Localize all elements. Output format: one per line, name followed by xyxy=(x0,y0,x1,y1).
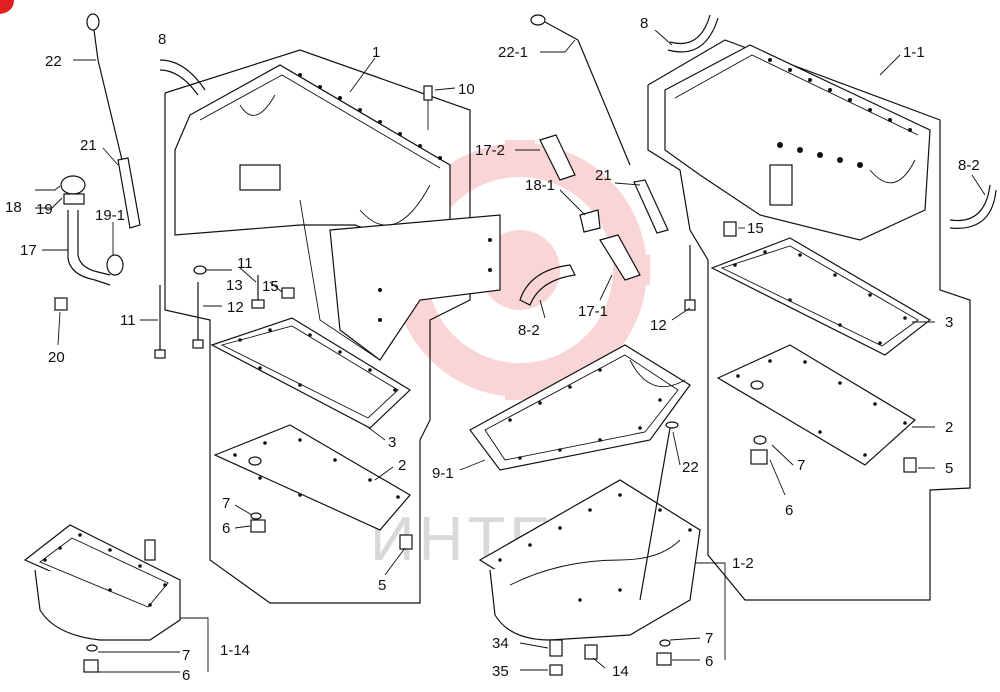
callout-19-1: 19-1 xyxy=(95,207,125,224)
callout-5-right: 5 xyxy=(945,460,953,477)
oil-filler-assembly xyxy=(54,175,124,311)
callout-1-1: 1-1 xyxy=(903,44,925,61)
callout-11-b: 11 xyxy=(120,312,136,329)
callout-17: 17 xyxy=(20,242,37,259)
gasket-left xyxy=(210,317,411,429)
callout-18-1: 18-1 xyxy=(525,177,555,194)
callout-8-2-mid: 8-2 xyxy=(518,322,540,339)
breather-fittings xyxy=(539,134,641,281)
callout-8-2-right: 8-2 xyxy=(958,157,980,174)
callout-35: 35 xyxy=(492,663,509,680)
callout-34: 34 xyxy=(492,635,509,652)
callout-5-left: 5 xyxy=(378,577,386,594)
cover-plate-right xyxy=(716,344,917,466)
callout-1: 1 xyxy=(372,44,380,61)
dipstick-left xyxy=(86,13,123,161)
callout-22-1: 22-1 xyxy=(498,44,528,61)
callout-10: 10 xyxy=(458,81,475,98)
callout-13: 13 xyxy=(226,277,243,294)
callout-19: 19 xyxy=(36,201,53,218)
callout-21-left: 21 xyxy=(80,137,97,154)
guide-tube-middle xyxy=(633,179,669,234)
callout-14: 14 xyxy=(612,663,629,680)
callout-22-mid: 22 xyxy=(682,459,699,476)
seal-arcs xyxy=(159,14,997,229)
callout-2-right: 2 xyxy=(945,419,953,436)
seal-rings-middle xyxy=(519,264,576,306)
callout-7-right: 7 xyxy=(797,457,805,474)
oil-pan-upper-left xyxy=(174,64,501,361)
callout-12-left: 12 xyxy=(227,299,244,316)
callout-labels: 22 8 1 10 21 18 19 19-1 17 20 11 13 15 1… xyxy=(5,15,980,684)
oil-pan-small-left xyxy=(23,524,181,673)
gasket-middle xyxy=(469,344,691,471)
callout-6-left: 6 xyxy=(222,520,230,537)
callout-8-top-left: 8 xyxy=(158,31,166,48)
callout-3-right: 3 xyxy=(945,314,953,331)
gasket-right xyxy=(710,237,932,356)
callout-6-mid: 6 xyxy=(705,653,713,670)
callout-1-2: 1-2 xyxy=(732,555,754,572)
callout-6-bottom-left: 6 xyxy=(182,667,190,684)
callout-18: 18 xyxy=(5,199,22,216)
callout-8-top-right: 8 xyxy=(640,15,648,32)
callout-11-a: 11 xyxy=(237,255,253,272)
callout-12-right: 12 xyxy=(650,317,667,334)
callout-15-left: 15 xyxy=(262,278,279,295)
dipstick-middle xyxy=(530,14,631,166)
callout-3-left: 3 xyxy=(388,434,396,451)
right-group-outline xyxy=(647,39,971,601)
callout-9-1: 9-1 xyxy=(432,465,454,482)
callout-17-1: 17-1 xyxy=(578,303,608,320)
oil-pan-lower-middle xyxy=(478,421,702,676)
callout-17-2: 17-2 xyxy=(475,142,505,159)
callout-20: 20 xyxy=(48,349,65,366)
callout-15-right: 15 xyxy=(747,220,764,237)
guide-tube-left xyxy=(117,157,141,229)
leader-lines xyxy=(35,29,986,673)
oil-pan-upper-right xyxy=(664,44,931,241)
cover-plate-left xyxy=(213,424,411,531)
bolts-left xyxy=(154,85,433,550)
bolts-right xyxy=(684,221,917,473)
callout-7-bottom-left: 7 xyxy=(182,647,190,664)
callout-7-left: 7 xyxy=(222,495,230,512)
callout-6-right: 6 xyxy=(785,502,793,519)
callout-22-left: 22 xyxy=(45,53,62,70)
corner-mark-icon xyxy=(0,0,14,14)
callout-21-mid: 21 xyxy=(595,167,612,184)
callout-1-14: 1-14 xyxy=(220,642,250,659)
left-group-outline xyxy=(164,49,471,604)
callout-7-mid: 7 xyxy=(705,630,713,647)
callout-2-left: 2 xyxy=(398,457,406,474)
